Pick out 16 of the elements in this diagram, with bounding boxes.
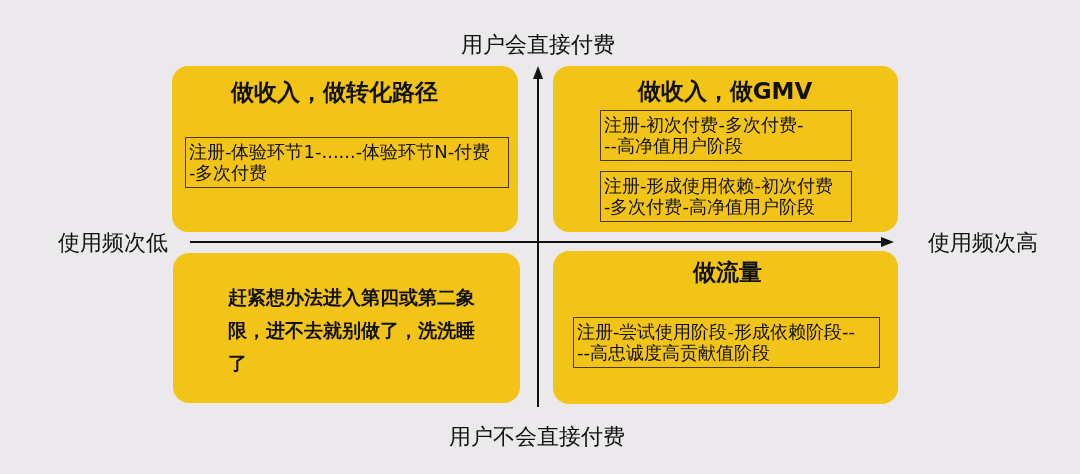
text-box: 注册-初次付费-多次付费---高净值用户阶段	[600, 110, 852, 161]
axis-label: 使用频次低	[58, 229, 168, 257]
note-text: 赶紧想办法进入第四或第二象限，进不去就别做了，洗洗睡了	[228, 286, 476, 376]
quadrant-box	[173, 253, 520, 403]
quadrant-box	[172, 66, 518, 232]
text-box: 注册-尝试使用阶段-形成依赖阶段----高忠诚度高贡献值阶段	[573, 317, 880, 368]
axis-label: 用户会直接付费	[461, 31, 615, 59]
quadrant-heading: 做收入，做转化路径	[230, 79, 438, 107]
axis-label: 用户不会直接付费	[449, 423, 625, 451]
quadrant-heading: 做收入，做GMV	[637, 78, 813, 106]
quadrant-heading: 做流量	[692, 259, 762, 287]
text-box: 注册-体验环节1-......-体验环节N-付费-多次付费	[185, 137, 509, 188]
text-box: 注册-形成使用依赖-初次付费-多次付费-高净值用户阶段	[600, 171, 852, 222]
quadrant-box	[553, 251, 898, 404]
quadrant-box	[553, 66, 898, 232]
axis-label: 使用频次高	[928, 229, 1038, 257]
